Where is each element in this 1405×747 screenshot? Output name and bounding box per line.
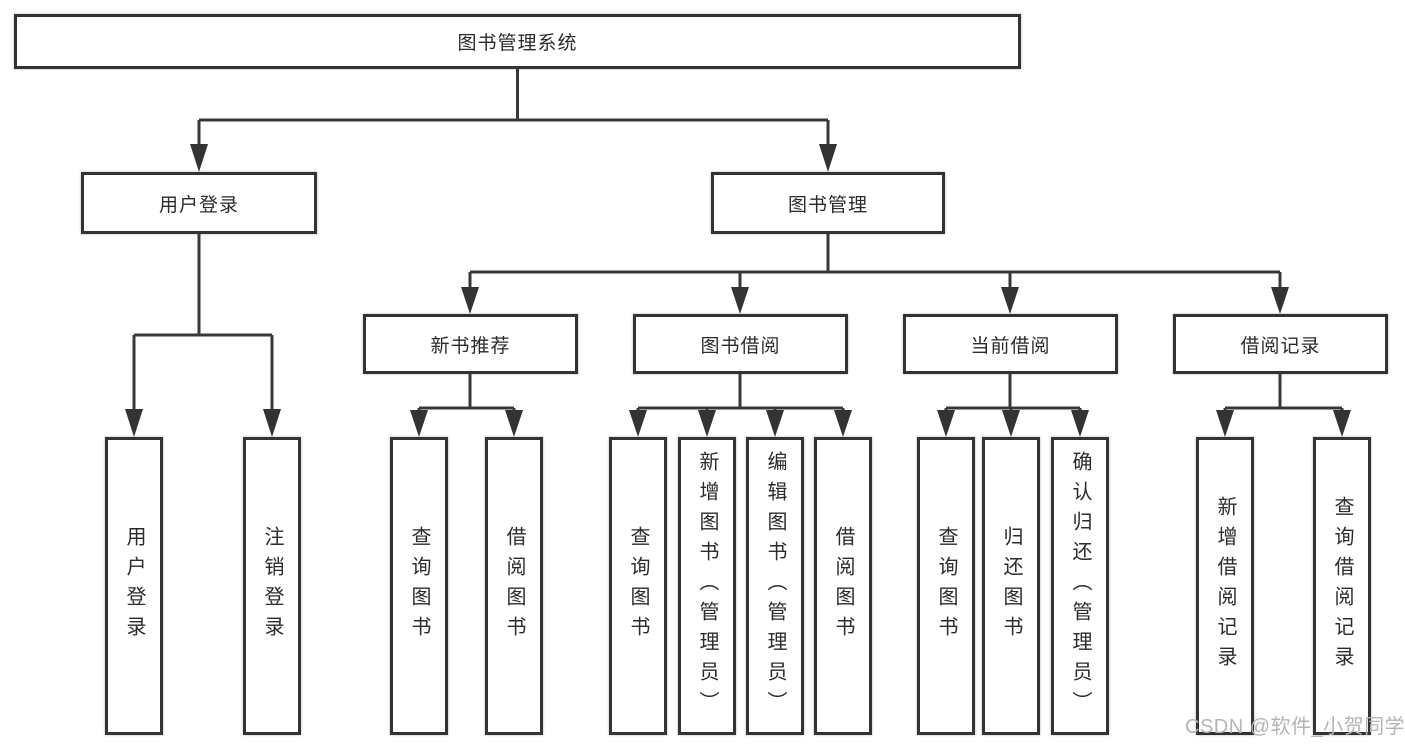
leaf-query-books-current: 查询图书 bbox=[917, 437, 975, 735]
node-borrowing-records: 借阅记录 bbox=[1173, 314, 1388, 374]
leaf-query-books-borrowing: 查询图书 bbox=[609, 437, 667, 735]
leaf-add-book-admin: 新增图书（管理员） bbox=[678, 437, 736, 735]
leaf-query-books-recommend: 查询图书 bbox=[390, 437, 448, 735]
leaf-edit-book-admin: 编辑图书（管理员） bbox=[746, 437, 804, 735]
node-user-login: 用户登录 bbox=[81, 172, 317, 234]
node-library-system: 图书管理系统 bbox=[14, 14, 1021, 69]
node-book-borrowing: 图书借阅 bbox=[633, 314, 848, 374]
leaf-return-books: 归还图书 bbox=[982, 437, 1040, 735]
leaf-confirm-return-admin: 确认归还（管理员） bbox=[1051, 437, 1109, 735]
leaf-logout: 注销登录 bbox=[243, 437, 301, 735]
leaf-query-borrow-record: 查询借阅记录 bbox=[1313, 437, 1371, 735]
leaf-borrow-books-recommend: 借阅图书 bbox=[485, 437, 543, 735]
leaf-borrow-books-borrowing: 借阅图书 bbox=[814, 437, 872, 735]
leaf-add-borrow-record: 新增借阅记录 bbox=[1196, 437, 1254, 735]
leaf-user-login: 用户登录 bbox=[105, 437, 163, 735]
node-book-management: 图书管理 bbox=[711, 172, 945, 234]
node-new-book-recommend: 新书推荐 bbox=[363, 314, 578, 374]
csdn-watermark: CSDN @软件_小贺同学 bbox=[1185, 716, 1405, 738]
node-current-borrowing: 当前借阅 bbox=[903, 314, 1118, 374]
